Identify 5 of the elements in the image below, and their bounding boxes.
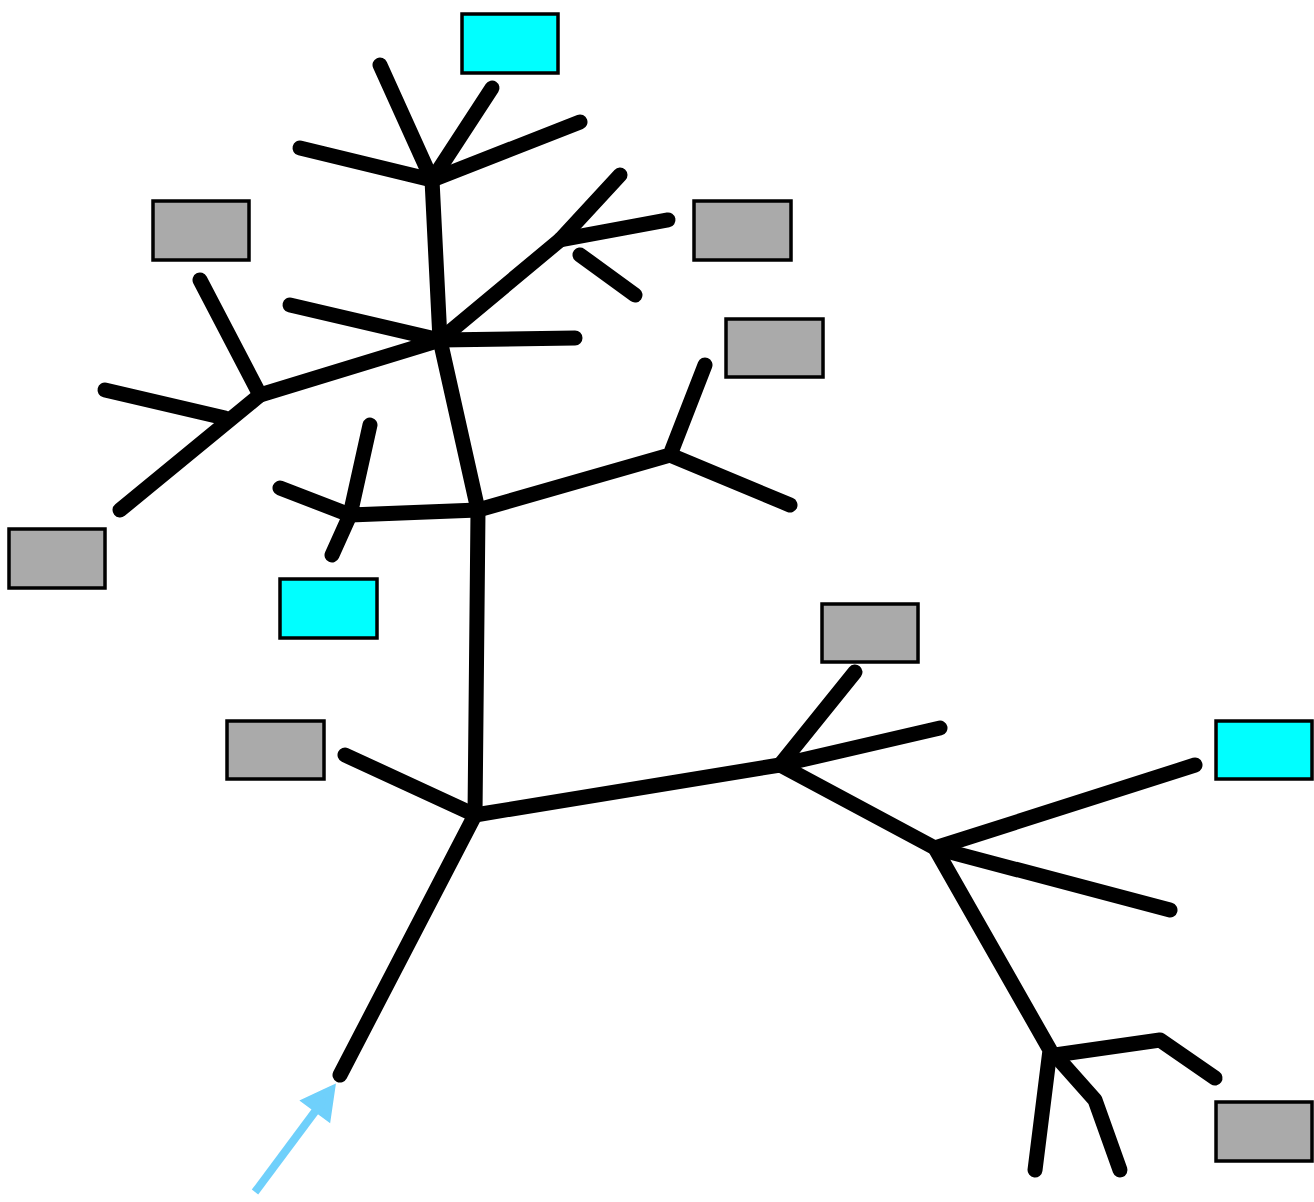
blank-box: [460, 12, 560, 75]
blank-box: [7, 527, 107, 590]
blank-box: [1214, 719, 1314, 781]
blank-box: [1214, 1100, 1314, 1163]
tree-drawing: [97, 57, 1223, 1178]
